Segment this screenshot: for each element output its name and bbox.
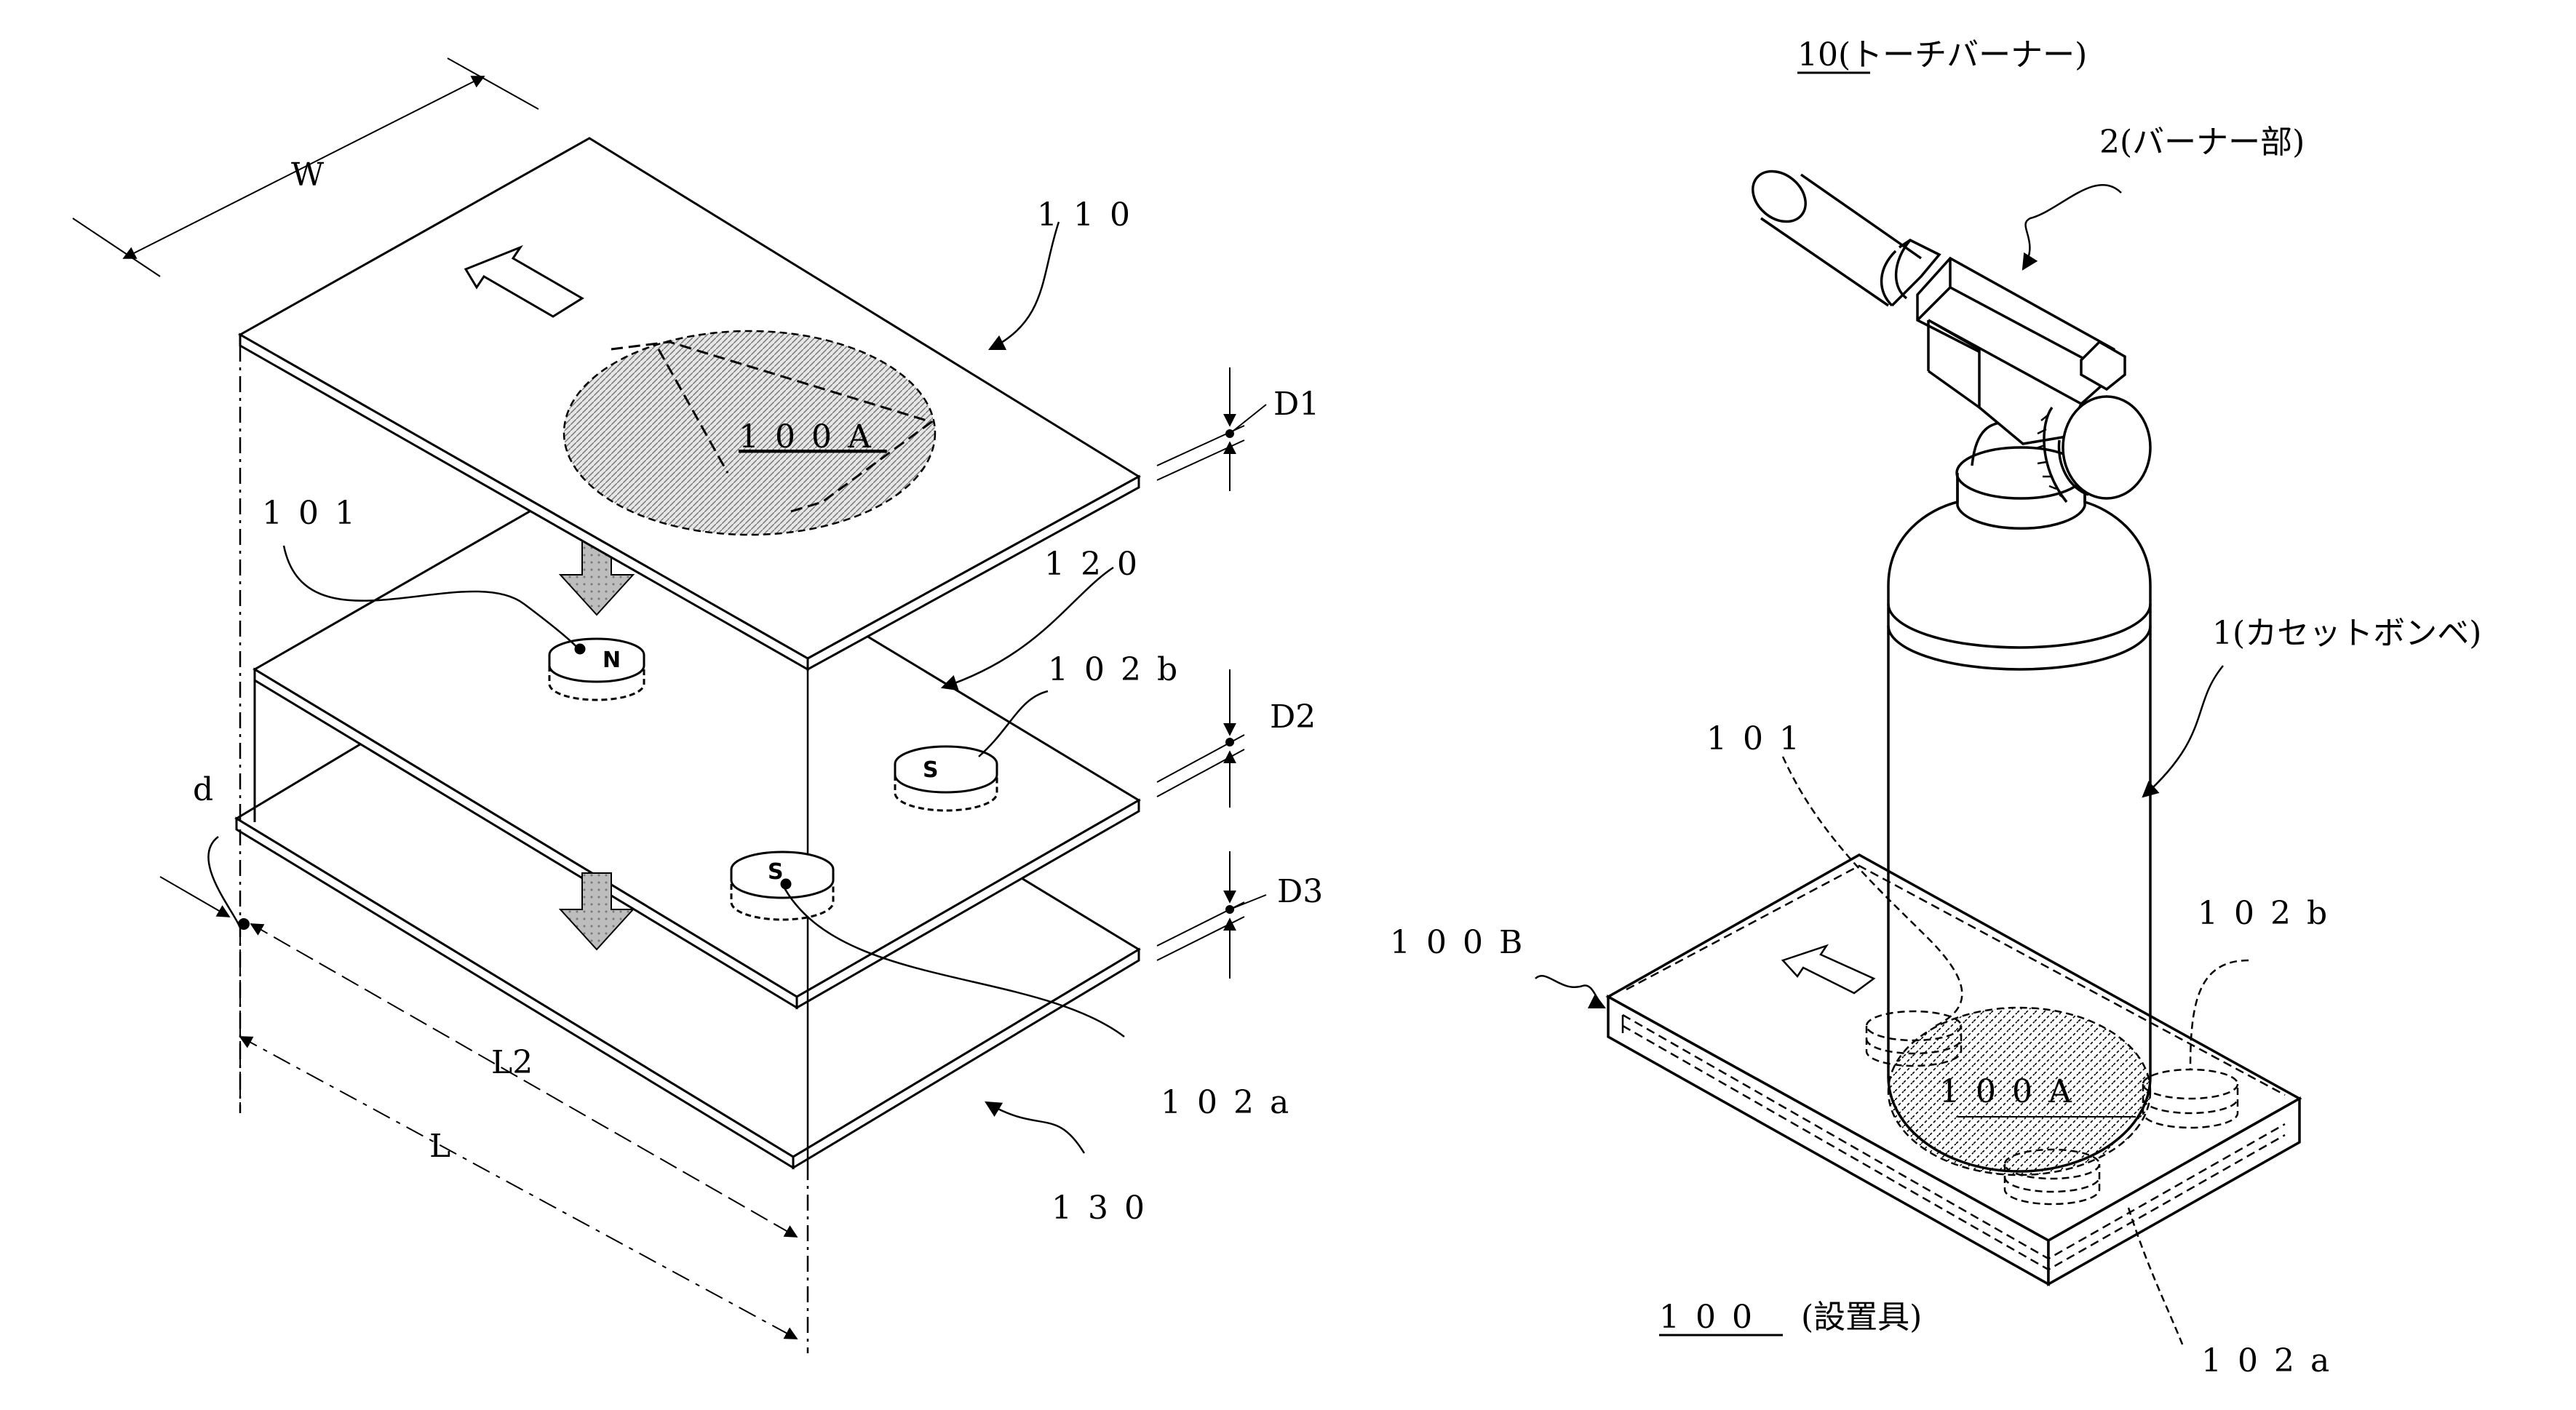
label-l: L bbox=[429, 1128, 450, 1165]
label-r-101: 101 bbox=[1706, 720, 1816, 757]
label-r-100a: 100A bbox=[1939, 1073, 2088, 1110]
left-labels: W 110 100A D1 101 120 102b D2 d D3 102a … bbox=[193, 156, 1323, 1227]
right-torch-view bbox=[1535, 170, 2302, 1347]
burner-head bbox=[1752, 170, 2152, 503]
area-100a-ellipse bbox=[1887, 1006, 2152, 1176]
label-torch-burner: 10(トーチバーナー) bbox=[1797, 36, 2087, 73]
label-l2: L2 bbox=[491, 1044, 533, 1081]
leaders bbox=[207, 221, 1125, 1154]
label-100b: 100B bbox=[1390, 924, 1538, 961]
pole-s-102b: S bbox=[923, 757, 939, 783]
pole-n: N bbox=[603, 648, 621, 673]
label-101: 101 bbox=[262, 495, 371, 532]
label-r-102b: 102b bbox=[2198, 895, 2343, 932]
right-labels: 10(トーチバーナー) 2(バーナー部) 1(カセットボンベ) 101 102b… bbox=[1390, 36, 2481, 1379]
label-r-102a: 102a bbox=[2201, 1342, 2345, 1379]
label-cassette: 1(カセットボンベ) bbox=[2212, 615, 2481, 652]
label-installation-name: (設置具) bbox=[1801, 1299, 1922, 1336]
label-120: 120 bbox=[1044, 546, 1153, 583]
label-d1: D1 bbox=[1273, 386, 1319, 423]
magnet-102a bbox=[730, 851, 835, 921]
width-dimension bbox=[72, 57, 539, 277]
label-d3: D3 bbox=[1277, 873, 1323, 910]
label-102a: 102a bbox=[1161, 1084, 1305, 1121]
thickness-dims bbox=[1156, 367, 1267, 979]
label-110: 110 bbox=[1037, 196, 1146, 234]
label-burner-part: 2(バーナー部) bbox=[2099, 124, 2305, 161]
pole-s-102a: S bbox=[768, 859, 784, 885]
label-d: d bbox=[193, 771, 213, 808]
label-130: 130 bbox=[1052, 1190, 1161, 1227]
label-installation: 100 bbox=[1659, 1299, 1768, 1336]
magnet-102b bbox=[894, 745, 998, 812]
right-leaders bbox=[1535, 183, 2224, 1118]
plate-110 bbox=[237, 137, 1141, 672]
label-d2: D2 bbox=[1270, 698, 1316, 736]
label-w: W bbox=[291, 156, 325, 194]
label-100a: 100A bbox=[739, 418, 887, 455]
left-exploded-view bbox=[72, 57, 1267, 1353]
length-dimensions bbox=[159, 876, 798, 1339]
label-102b: 102b bbox=[1048, 651, 1193, 688]
magnet-101 bbox=[548, 637, 645, 701]
